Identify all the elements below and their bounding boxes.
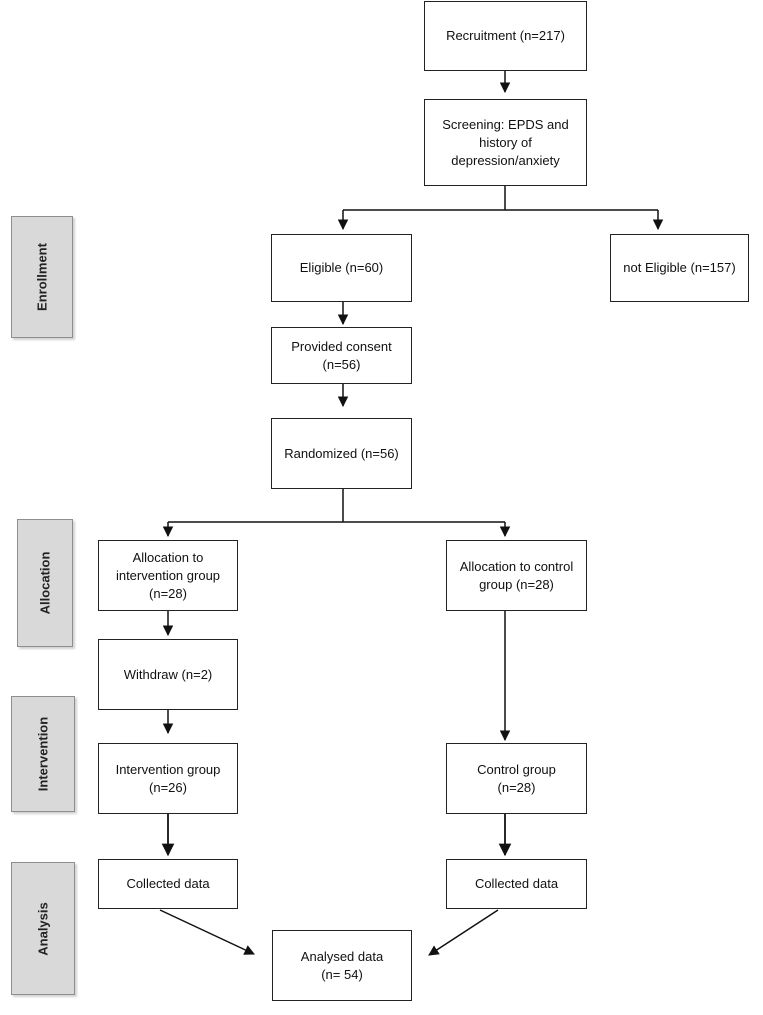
allocation-control-text-line2: group (n=28)	[479, 576, 554, 592]
stage-allocation: Allocation	[17, 519, 73, 647]
randomized-text: Randomized (n=56)	[284, 445, 399, 461]
collected-data-control-text: Collected data	[474, 876, 559, 891]
not-eligible-text: not Eligible (n=157)	[623, 260, 736, 275]
screening-box: Screening: EPDS and history of depressio…	[424, 99, 587, 186]
withdraw-box: Withdraw (n=2)	[98, 639, 238, 710]
analysed-data-text-line1: Analysed data	[300, 948, 384, 964]
analysed-data-text-line2: (n= 54)	[321, 966, 363, 982]
screening-text-line2: history of	[479, 134, 532, 150]
stage-intervention: Intervention	[11, 696, 75, 812]
control-group-text-line1: Control group	[477, 761, 556, 777]
allocation-intervention-text-line2: intervention group	[115, 567, 221, 583]
allocation-intervention-text-line1: Allocation to	[132, 549, 204, 565]
stage-analysis: Analysis	[11, 862, 75, 995]
collected-data-control-box: Collected data	[446, 859, 587, 909]
allocation-intervention-text-line3: (n=28)	[149, 585, 187, 601]
randomized-box: Randomized (n=56)	[271, 418, 412, 489]
intervention-group-text-line1: Intervention group	[115, 761, 221, 777]
allocation-control-box: Allocation to control group (n=28)	[446, 540, 587, 611]
not-eligible-box: not Eligible (n=157)	[610, 234, 749, 302]
control-group-text-line2: (n=28)	[497, 779, 536, 795]
screening-text-line3: depression/anxiety	[451, 152, 560, 168]
consent-text-line1: Provided consent	[291, 338, 392, 354]
eligible-box: Eligible (n=60)	[271, 234, 412, 302]
stage-intervention-label: Intervention	[35, 716, 51, 792]
arrow-collected-intervention-to-analysed	[159, 909, 255, 955]
collected-data-intervention-box: Collected data	[98, 859, 238, 909]
stage-enrollment: Enrollment	[11, 216, 73, 338]
withdraw-text: Withdraw (n=2)	[123, 666, 213, 682]
control-group-box: Control group (n=28)	[446, 743, 587, 814]
consent-box: Provided consent (n=56)	[271, 327, 412, 384]
screening-text-line1: Screening: EPDS and	[442, 116, 569, 132]
consent-text-line2: (n=56)	[322, 356, 361, 372]
arrow-collected-control-to-analysed	[428, 909, 499, 956]
intervention-group-text-line2: (n=26)	[149, 779, 187, 795]
allocation-control-text-line1: Allocation to control	[459, 558, 574, 574]
intervention-group-box: Intervention group (n=26)	[98, 743, 238, 814]
recruitment-text: Recruitment (n=217)	[446, 28, 565, 43]
stage-allocation-label: Allocation	[37, 551, 53, 615]
stage-enrollment-label: Enrollment	[34, 243, 50, 311]
collected-data-intervention-text: Collected data	[126, 876, 210, 891]
recruitment-box: Recruitment (n=217)	[424, 1, 587, 71]
eligible-text: Eligible (n=60)	[299, 260, 384, 275]
allocation-intervention-box: Allocation to intervention group (n=28)	[98, 540, 238, 611]
stage-analysis-label: Analysis	[35, 901, 51, 956]
analysed-data-box: Analysed data (n= 54)	[272, 930, 412, 1001]
